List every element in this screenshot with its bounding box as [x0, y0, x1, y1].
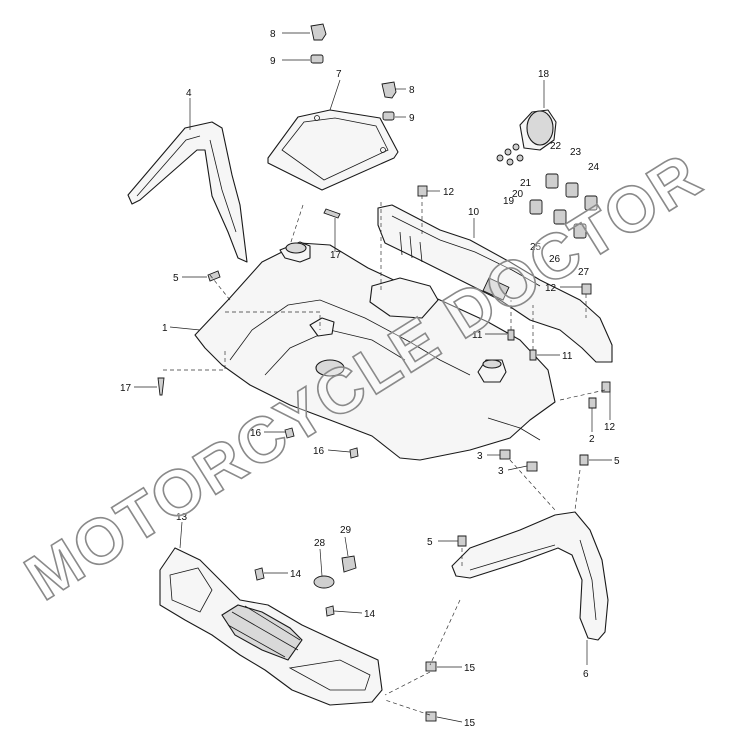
callout-24: 24 [588, 162, 600, 173]
callout-10: 10 [468, 207, 480, 218]
callout-21: 21 [520, 178, 532, 189]
callout-13: 13 [176, 512, 188, 523]
front-grille-bumper-part [159, 547, 383, 706]
callout-9: 9 [270, 56, 276, 67]
center-cover-panel-part [267, 109, 399, 191]
callout-23: 23 [570, 147, 582, 158]
callout-14: 14 [290, 569, 302, 580]
main-body-part [194, 241, 556, 461]
clip-3-15-hardware [425, 449, 538, 722]
gauge-cluster-part [496, 109, 557, 166]
callout-26: 26 [549, 254, 561, 265]
callout-leader-lines [134, 32, 612, 723]
watermark-text: MOTORCYCLE DOCTOR [13, 139, 714, 614]
callout-3: 3 [498, 466, 504, 477]
clip-12-hardware [417, 185, 611, 393]
callout-12: 12 [443, 187, 455, 198]
callout-12: 12 [604, 422, 616, 433]
callout-19: 19 [503, 196, 515, 207]
callout-5: 5 [427, 537, 433, 548]
callout-15: 15 [464, 718, 476, 729]
callout-14: 14 [364, 609, 376, 620]
callout-29: 29 [340, 525, 352, 536]
callout-4: 4 [186, 88, 192, 99]
callout-5: 5 [614, 456, 620, 467]
left-rear-fender-part [127, 121, 248, 263]
right-front-fender-part [451, 511, 609, 641]
callout-27: 27 [578, 267, 590, 278]
callout-8: 8 [409, 85, 415, 96]
callout-2: 2 [589, 434, 595, 445]
callout-6: 6 [583, 669, 589, 680]
switch-group-part [529, 173, 598, 239]
dash-bar-part [377, 204, 613, 363]
callout-17: 17 [120, 383, 132, 394]
callout-labels: 8 9 7 8 9 4 18 22 23 24 21 20 19 12 10 2… [120, 29, 620, 729]
screws-hardware [157, 208, 597, 617]
callout-25: 25 [530, 242, 542, 253]
callout-20: 20 [512, 189, 524, 200]
callout-28: 28 [314, 538, 326, 549]
callout-17: 17 [330, 250, 342, 261]
callout-7: 7 [336, 69, 342, 80]
callout-8: 8 [270, 29, 276, 40]
callout-9: 9 [409, 113, 415, 124]
callout-5: 5 [173, 273, 179, 284]
callout-16: 16 [250, 428, 262, 439]
callout-1: 1 [162, 323, 168, 334]
callout-12: 12 [545, 283, 557, 294]
callout-11: 11 [562, 351, 573, 362]
callout-3: 3 [477, 451, 483, 462]
callout-15: 15 [464, 663, 476, 674]
emblem-28-29-part [313, 555, 357, 589]
callout-22: 22 [550, 141, 562, 152]
assembly-dashed-lines [163, 195, 606, 716]
knob-8-top-hardware [310, 23, 397, 121]
callout-11: 11 [472, 330, 483, 341]
callout-18: 18 [538, 69, 550, 80]
callout-16: 16 [313, 446, 325, 457]
